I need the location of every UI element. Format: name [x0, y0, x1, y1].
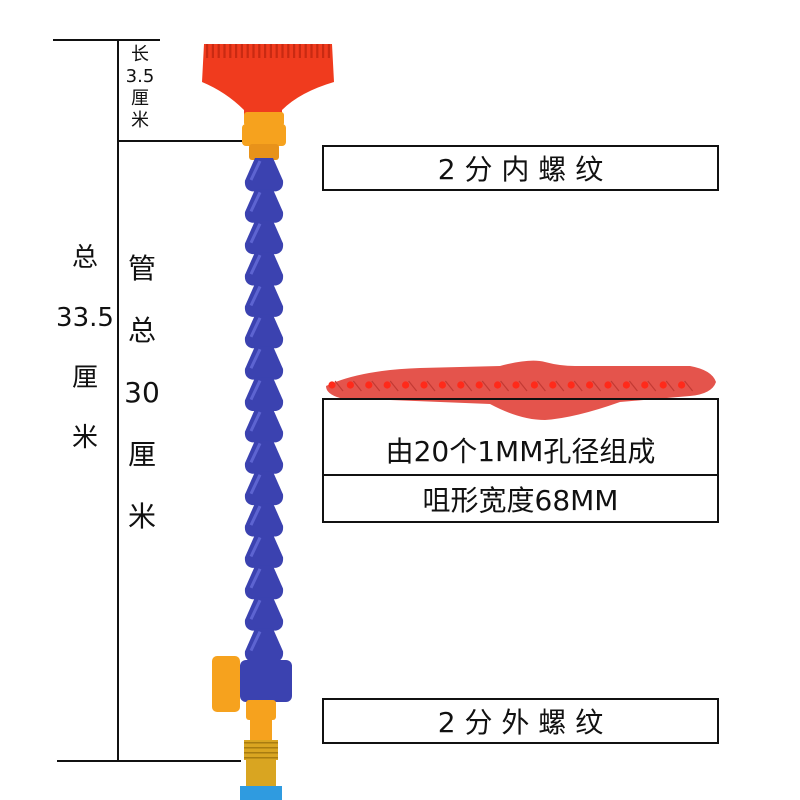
tube-length-label: 管 总 30 厘 米	[124, 252, 160, 533]
outer-thread-callout: 2 分 外 螺 纹	[322, 698, 719, 744]
nozzle-head	[202, 44, 334, 120]
total-bottom-tick	[57, 760, 241, 762]
hose-segment	[244, 346, 284, 380]
hose-segment	[244, 534, 284, 568]
total-dimension-line	[117, 39, 119, 761]
hose-segment	[244, 471, 284, 506]
hose-segment	[244, 252, 284, 286]
holes-callout: 由20个1MM孔径组成	[322, 398, 719, 476]
hose-segment	[244, 597, 284, 631]
inner-thread-fitting	[242, 112, 286, 160]
total-top-tick	[53, 39, 160, 41]
width-callout: 咀形宽度68MM	[322, 476, 719, 523]
total-length-label: 总 33.5 厘 米	[56, 243, 114, 453]
hose-segment	[244, 440, 284, 474]
hose-segment	[244, 377, 284, 411]
segmented-hose	[244, 158, 284, 662]
brass-connector	[240, 718, 282, 800]
hose-segment	[244, 220, 284, 255]
nozzle-length-label: 长 3.5 厘 米	[125, 44, 155, 131]
hose-segment	[244, 158, 284, 192]
hose-segment	[244, 409, 284, 443]
tube-top-tick	[117, 140, 252, 142]
hose-segment	[244, 628, 284, 662]
hose-segment	[244, 283, 284, 317]
inner-thread-callout: 2 分 内 螺 纹	[322, 145, 719, 191]
valve	[212, 656, 292, 720]
hose-segment	[244, 189, 284, 223]
hose-segment	[244, 314, 284, 349]
hose-segment	[244, 565, 284, 600]
hose-segment	[244, 503, 284, 537]
